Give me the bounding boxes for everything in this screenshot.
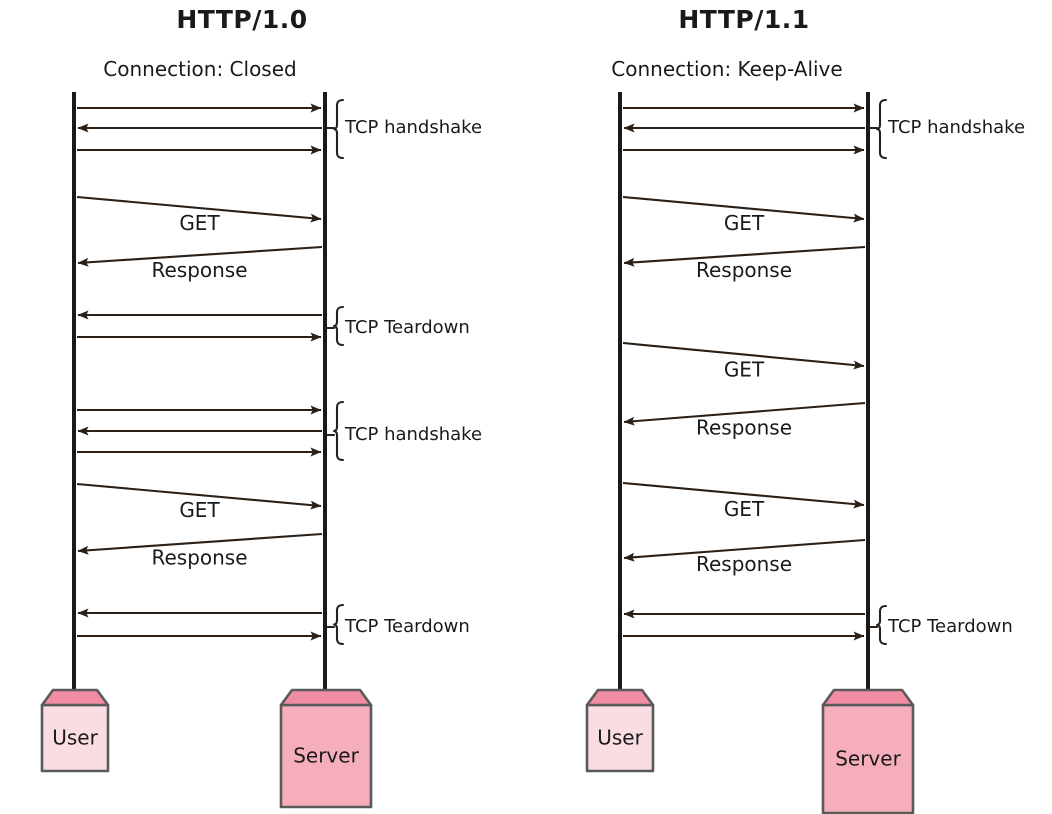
node-lid (279, 688, 373, 707)
node-label: Server (835, 747, 901, 771)
actor-node-user[interactable]: User (40, 688, 110, 773)
actor-node-server[interactable]: Server (821, 688, 915, 814)
group-label: TCP handshake (344, 424, 482, 445)
message-arrow-response (77, 245, 323, 267)
panel-title: HTTP/1.1 (678, 5, 809, 34)
message-label: Response (151, 546, 247, 570)
message-label: GET (179, 498, 220, 522)
message-label: GET (724, 497, 765, 521)
message-arrow-get (622, 195, 865, 223)
message-label: GET (179, 211, 220, 235)
message-arrow-response (623, 245, 866, 267)
group-label: TCP Teardown (344, 616, 470, 637)
actor-node-user[interactable]: User (585, 688, 655, 773)
group-label: TCP Teardown (887, 616, 1013, 637)
group-label: TCP Teardown (344, 317, 470, 338)
group-label: TCP handshake (344, 117, 482, 138)
group-label: TCP handshake (887, 117, 1025, 138)
node-body (585, 703, 655, 773)
message-label: GET (724, 211, 765, 235)
group-brace (332, 400, 345, 462)
message-arrow-response (77, 532, 323, 555)
message-arrow-response (623, 401, 866, 426)
message-label: Response (696, 416, 792, 440)
node-lid (821, 688, 915, 707)
message-label: Response (151, 258, 247, 282)
panel-title: HTTP/1.0 (176, 5, 307, 34)
message-label: Response (696, 552, 792, 576)
node-lid (40, 688, 110, 707)
group-brace (332, 305, 345, 347)
node-label: User (597, 726, 643, 750)
message-arrow-response (623, 538, 866, 562)
message-arrow-get (76, 195, 322, 223)
node-label: Server (293, 744, 359, 768)
group-brace (875, 98, 888, 160)
panel-subtitle: Connection: Closed (103, 57, 296, 81)
message-arrow-get (622, 341, 865, 370)
group-brace (875, 604, 888, 646)
group-brace (332, 98, 345, 160)
panel-subtitle: Connection: Keep-Alive (611, 57, 842, 81)
group-brace (332, 603, 345, 646)
node-body (821, 703, 915, 814)
message-label: GET (724, 358, 765, 382)
node-body (279, 703, 373, 809)
node-lid (585, 688, 655, 707)
node-label: User (52, 726, 98, 750)
node-body (40, 703, 110, 773)
message-label: Response (696, 258, 792, 282)
message-arrow-get (76, 482, 322, 510)
message-arrow-get (622, 481, 865, 509)
actor-node-server[interactable]: Server (279, 688, 373, 809)
